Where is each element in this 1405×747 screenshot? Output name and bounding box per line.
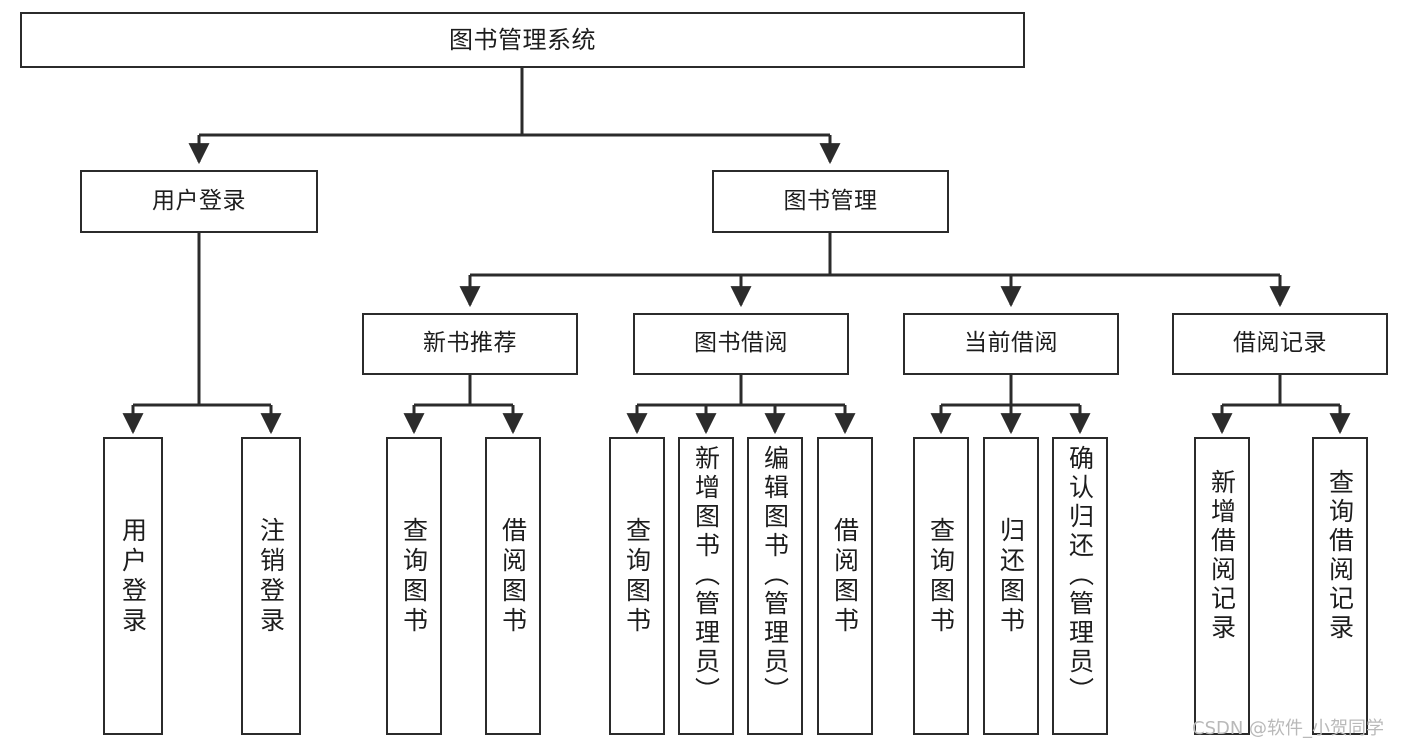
leaf-query-record[interactable]: 查询借阅记录 xyxy=(1312,437,1368,735)
node-label: 新增图书（管理员） xyxy=(691,445,721,706)
node-label: 图书借阅 xyxy=(694,330,788,357)
node-label: 图书管理系统 xyxy=(449,25,596,54)
node-label: 图书管理 xyxy=(783,187,878,214)
node-book-borrow[interactable]: 图书借阅 xyxy=(633,313,849,375)
csdn-watermark: CSDN @软件_小贺同学 xyxy=(1192,718,1385,739)
node-label: 确认归还（管理员） xyxy=(1065,445,1095,706)
leaf-edit-book[interactable]: 编辑图书（管理员） xyxy=(747,437,803,735)
node-label: 归还图书 xyxy=(996,517,1026,637)
leaf-query-book-3[interactable]: 查询图书 xyxy=(913,437,969,735)
node-label: 注销登录 xyxy=(256,517,286,637)
node-current-borrow[interactable]: 当前借阅 xyxy=(903,313,1119,375)
node-label: 查询借阅记录 xyxy=(1325,469,1355,643)
node-label: 用户登录 xyxy=(152,187,246,214)
node-user-login[interactable]: 用户登录 xyxy=(80,170,318,233)
node-label: 查询图书 xyxy=(926,517,956,637)
leaf-return-book[interactable]: 归还图书 xyxy=(983,437,1039,735)
node-new-book-recommend[interactable]: 新书推荐 xyxy=(362,313,578,375)
leaf-confirm-return[interactable]: 确认归还（管理员） xyxy=(1052,437,1108,735)
leaf-query-book-1[interactable]: 查询图书 xyxy=(386,437,442,735)
node-label: 新增借阅记录 xyxy=(1207,469,1237,643)
node-label: 借阅图书 xyxy=(830,517,860,637)
node-label: 借阅记录 xyxy=(1233,330,1327,357)
node-root-system[interactable]: 图书管理系统 xyxy=(20,12,1025,68)
leaf-borrow-book-1[interactable]: 借阅图书 xyxy=(485,437,541,735)
node-label: 借阅图书 xyxy=(498,517,528,637)
node-label: 当前借阅 xyxy=(964,330,1058,357)
node-label: 查询图书 xyxy=(399,517,429,637)
node-label: 新书推荐 xyxy=(423,330,517,357)
node-label: 查询图书 xyxy=(622,517,652,637)
leaf-borrow-book-2[interactable]: 借阅图书 xyxy=(817,437,873,735)
leaf-query-book-2[interactable]: 查询图书 xyxy=(609,437,665,735)
leaf-add-record[interactable]: 新增借阅记录 xyxy=(1194,437,1250,735)
leaf-add-book[interactable]: 新增图书（管理员） xyxy=(678,437,734,735)
node-label: 用户登录 xyxy=(118,517,148,637)
leaf-user-login[interactable]: 用户登录 xyxy=(103,437,163,735)
leaf-logout-login[interactable]: 注销登录 xyxy=(241,437,301,735)
node-book-manage[interactable]: 图书管理 xyxy=(712,170,949,233)
node-label: 编辑图书（管理员） xyxy=(760,445,790,706)
node-borrow-record[interactable]: 借阅记录 xyxy=(1172,313,1388,375)
